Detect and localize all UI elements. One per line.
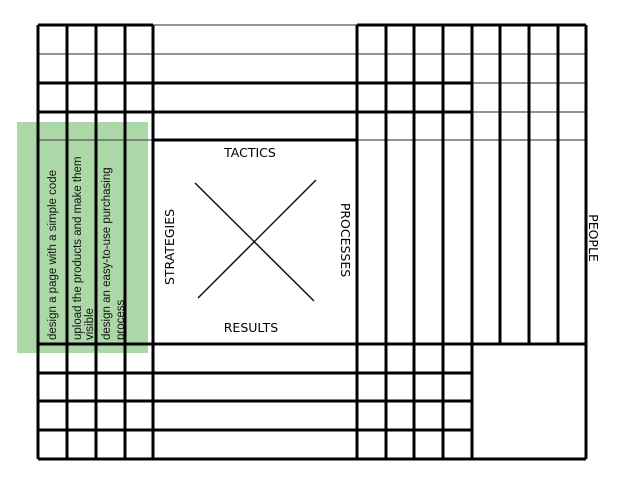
label-tactics: TACTICS: [223, 145, 276, 160]
note-3-line-2: process: [115, 299, 127, 340]
label-processes: PROCESSES: [338, 203, 353, 277]
note-1-line-1: design a page with a simple code: [47, 170, 59, 340]
thick-grid-lines: [36, 23, 588, 461]
cross-line-2: [197, 179, 317, 299]
label-people: PEOPLE: [586, 214, 601, 262]
label-results: RESULTS: [224, 320, 279, 335]
label-strategies: STRATEGIES: [162, 209, 177, 285]
note-2-line-1: upload the products and make them: [72, 157, 84, 340]
note-3-line-1: design an easy-to-use purchasing: [101, 167, 113, 340]
note-2-line-2: visible: [84, 308, 96, 340]
